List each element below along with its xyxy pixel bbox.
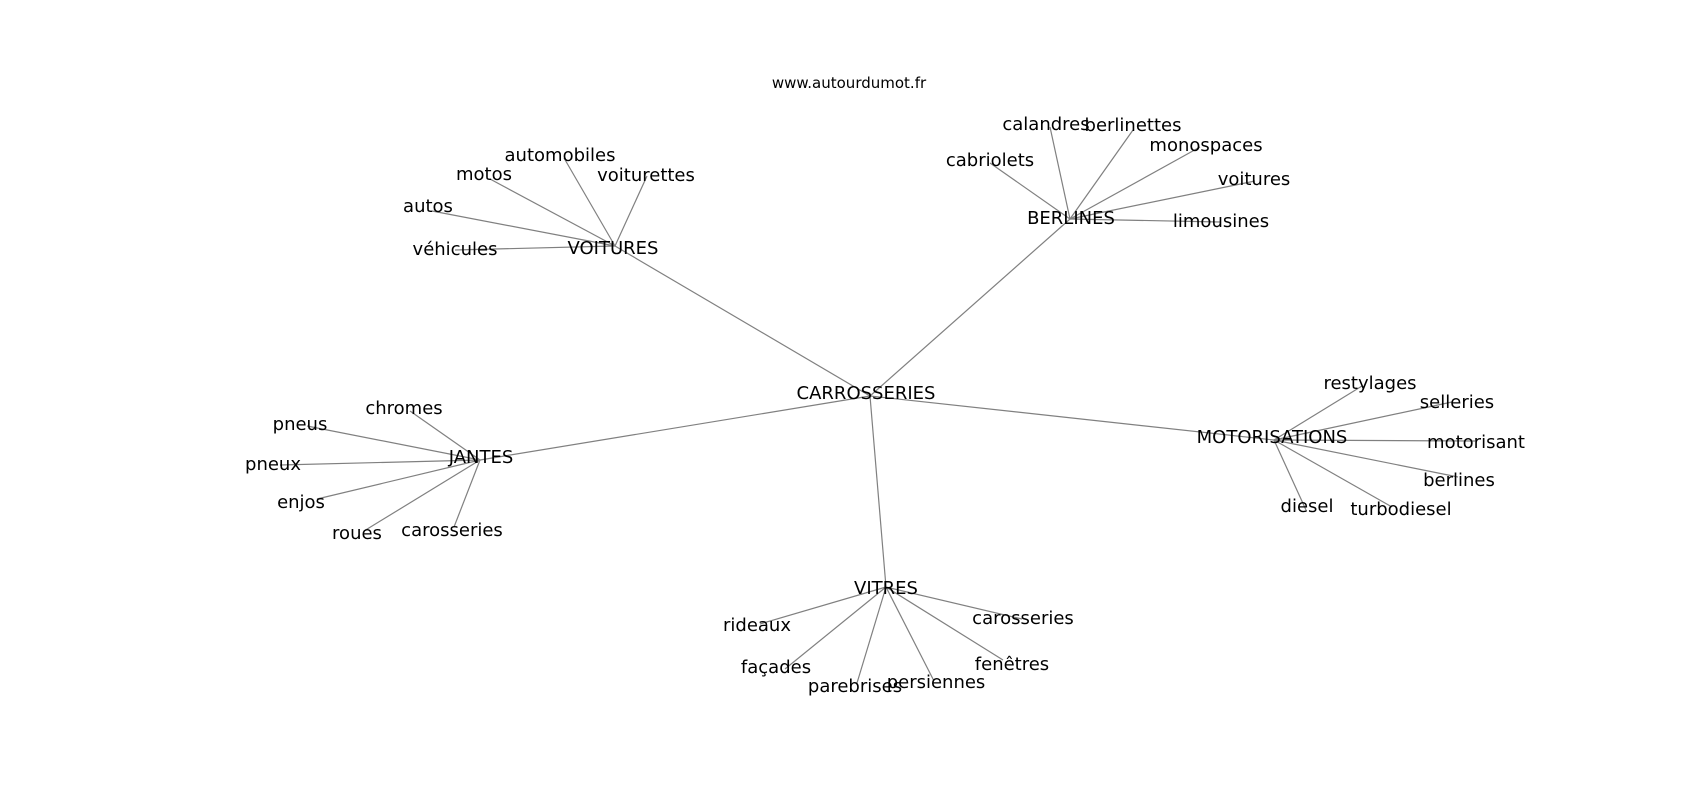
- leaf-node-persiennes: persiennes: [887, 672, 986, 693]
- hub-node-jantes: JANTES: [448, 447, 514, 468]
- leaf-node-roues: roues: [332, 523, 382, 544]
- edge-vitres-parebrises: [856, 586, 887, 684]
- leaf-node-facades: façades: [741, 657, 811, 678]
- edge-vitres-persiennes: [885, 586, 935, 682]
- leaf-node-carosseries: carosseries: [972, 608, 1074, 629]
- leaf-node-cabriolets: cabriolets: [946, 150, 1034, 171]
- root-node: CARROSSERIES: [797, 383, 936, 404]
- graph-edges: [279, 126, 1476, 684]
- edge-voitures-motos: [489, 178, 616, 247]
- source-label: www.autourdumot.fr: [772, 74, 927, 92]
- hub-node-berlines: BERLINES: [1027, 208, 1115, 229]
- leaf-node-vehicules: véhicules: [413, 239, 498, 260]
- edge-berlines-cabriolets: [989, 162, 1071, 220]
- edge-motorisations-berlines: [1273, 439, 1459, 478]
- leaf-node-parebrises: parebrises: [808, 676, 902, 697]
- edge-berlines-berlinettes: [1069, 129, 1134, 220]
- edge-jantes-pneus: [306, 425, 481, 461]
- leaf-node-motos: motos: [456, 164, 512, 185]
- leaf-node-rideaux: rideaux: [723, 615, 791, 636]
- leaf-node-pneux: pneux: [245, 454, 301, 475]
- edge-voitures-automobiles: [563, 157, 616, 247]
- leaf-node-calandres: calandres: [1002, 114, 1089, 135]
- edge-root-jantes: [479, 395, 871, 461]
- edge-motorisations-motorisant: [1273, 439, 1476, 442]
- edge-vitres-facades: [784, 586, 887, 670]
- edge-voitures-voiturettes: [614, 175, 648, 247]
- leaf-node-voiturettes: voiturettes: [597, 165, 695, 186]
- leaf-node-carosseries: carosseries: [401, 520, 503, 541]
- leaf-node-selleries: selleries: [1420, 392, 1494, 413]
- edge-motorisations-restylages: [1273, 385, 1363, 441]
- edge-jantes-chromes: [409, 410, 481, 461]
- edge-root-vitres: [869, 395, 887, 588]
- leaf-node-restylages: restylages: [1323, 373, 1416, 394]
- edge-root-berlines: [869, 218, 1071, 397]
- leaf-node-berlines: berlines: [1423, 470, 1495, 491]
- edge-vitres-carosseries: [885, 586, 1023, 620]
- edge-jantes-enjos: [316, 459, 481, 500]
- leaf-node-voitures: voitures: [1218, 169, 1291, 190]
- edge-jantes-pneux: [279, 459, 481, 466]
- leaf-node-berlinettes: berlinettes: [1085, 115, 1182, 136]
- leaf-node-pneus: pneus: [273, 414, 328, 435]
- hub-node-voitures: VOITURES: [568, 238, 659, 259]
- leaf-node-turbodiesel: turbodiesel: [1350, 499, 1451, 520]
- edge-vitres-rideaux: [759, 586, 887, 625]
- edge-jantes-roues: [363, 459, 481, 532]
- edge-motorisations-turbodiesel: [1273, 439, 1393, 508]
- leaf-node-monospaces: monospaces: [1149, 135, 1262, 156]
- leaf-node-limousines: limousines: [1173, 211, 1269, 232]
- edge-voitures-vehicules: [454, 245, 616, 251]
- edge-jantes-carosseries: [453, 459, 481, 528]
- edge-voitures-autos: [431, 210, 616, 247]
- leaf-node-automobiles: automobiles: [505, 145, 616, 166]
- leaf-node-diesel: diesel: [1281, 496, 1334, 517]
- edge-berlines-monospaces: [1069, 146, 1201, 220]
- edge-motorisations-diesel: [1273, 439, 1307, 511]
- edge-root-voitures: [614, 245, 871, 397]
- leaf-node-autos: autos: [403, 196, 453, 217]
- graph-labels: www.autourdumot.fr CARROSSERIES VOITURES…: [245, 74, 1525, 697]
- edge-berlines-limousines: [1069, 218, 1221, 223]
- leaf-node-fenetres: fenêtres: [975, 654, 1049, 675]
- hub-node-motorisations: MOTORISATIONS: [1197, 427, 1348, 448]
- edge-berlines-voitures: [1069, 180, 1256, 220]
- hub-node-vitres: VITRES: [854, 578, 918, 599]
- edge-berlines-calandres: [1049, 126, 1071, 220]
- leaf-node-enjos: enjos: [277, 492, 325, 513]
- leaf-node-chromes: chromes: [365, 398, 442, 419]
- edge-motorisations-selleries: [1273, 401, 1453, 441]
- edge-root-motorisations: [869, 395, 1275, 441]
- edge-vitres-fenetres: [885, 586, 1004, 661]
- leaf-node-motorisant: motorisant: [1427, 432, 1525, 453]
